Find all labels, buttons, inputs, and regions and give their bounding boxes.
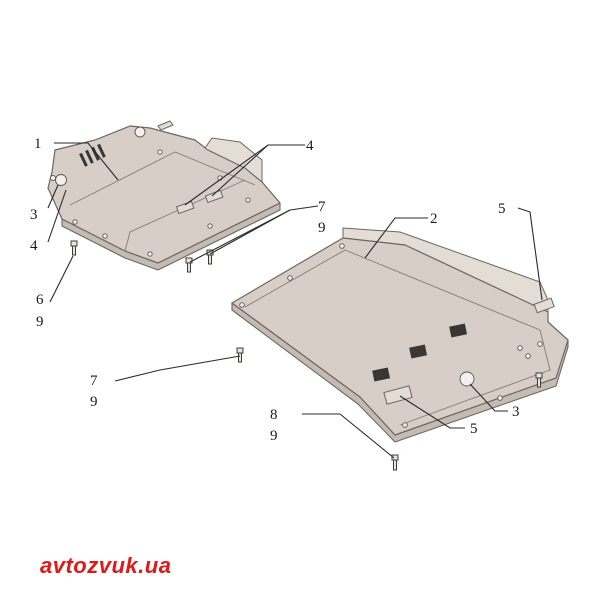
callout-8: 8 [270,407,278,423]
callout-2: 2 [430,211,438,227]
callout-3-rear: 3 [512,404,520,420]
vent-slots-rear [372,323,468,382]
bolt-7a [185,257,193,273]
bolt-7c [236,347,244,363]
bolt-6 [70,240,78,256]
skid-plate-front [47,120,281,271]
callout-6: 6 [36,292,44,308]
bolt-9 [535,372,543,388]
callout-labels: 1 4 3 4 6 9 7 9 2 5 7 9 3 5 8 9 [30,136,520,444]
callout-9-a: 9 [36,314,44,330]
callout-9-c: 9 [90,394,98,410]
callout-1: 1 [34,136,42,152]
bolts [70,240,543,471]
callout-9-b: 9 [318,220,326,236]
callout-9-d: 9 [270,428,278,444]
leader-lines [47,142,543,459]
callout-4-top: 4 [306,138,314,154]
skid-plate-rear [231,227,569,443]
site-watermark: avtozvuk.ua [40,553,172,578]
callout-5-rear: 5 [470,421,478,437]
callout-7-left: 7 [90,373,98,389]
bolt-8 [391,454,399,471]
callout-4-front: 4 [30,238,38,254]
callout-7-top: 7 [318,199,326,215]
callout-5-top: 5 [498,201,506,217]
callout-3-front: 3 [30,207,38,223]
